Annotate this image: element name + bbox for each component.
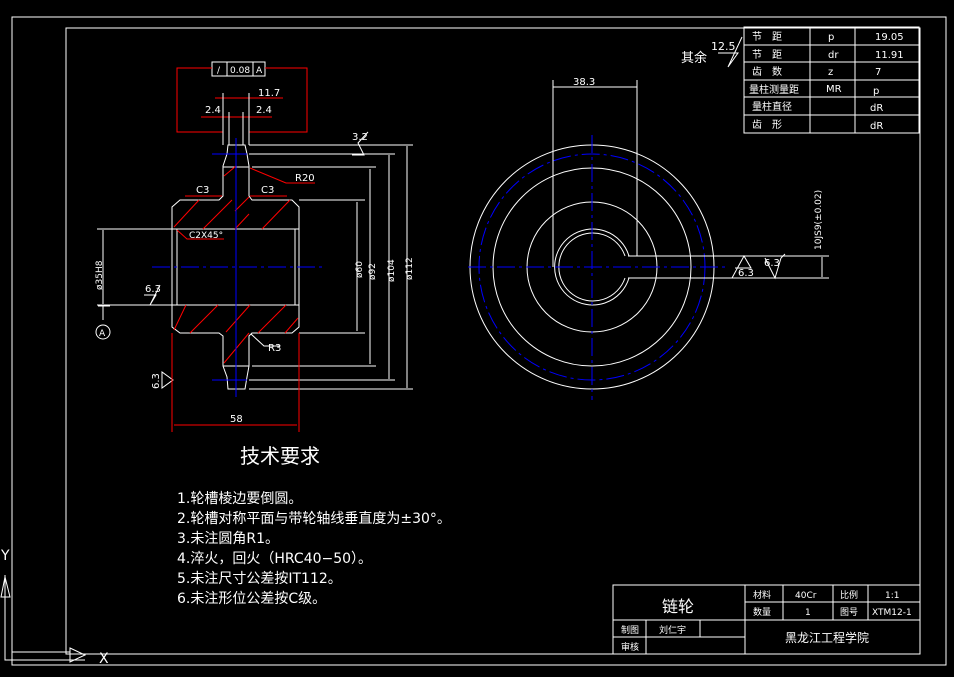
- dim-chamfer: C2X45°: [189, 231, 223, 241]
- material: 40Cr: [795, 591, 817, 601]
- param-value: 7: [875, 67, 881, 78]
- tolerance-leader: [176, 67, 308, 133]
- scale: 1:1: [885, 591, 899, 601]
- dim-c3: C3: [261, 185, 274, 196]
- param-name: 齿 数: [752, 65, 782, 78]
- tolerance-value: 0.08: [230, 66, 250, 76]
- tech-req-item: 6.未注形位公差按C级。: [177, 591, 326, 607]
- datum-a: A: [99, 329, 106, 339]
- param-symbol: dr: [828, 50, 839, 61]
- roughness-6-3: 6.3: [738, 268, 754, 279]
- ucs-x-label: X: [99, 651, 109, 667]
- scale-label: 比例: [840, 589, 858, 601]
- ucs-axes-icon: [0, 575, 87, 663]
- ucs-icon: Y X: [0, 548, 109, 667]
- tolerance-frame-box: [211, 61, 266, 77]
- param-value: p: [873, 86, 879, 97]
- tech-req-title: 技术要求: [240, 444, 320, 468]
- dim-d112: ø112: [405, 257, 415, 280]
- param-value: dR: [870, 103, 883, 114]
- leader-line: [249, 167, 315, 184]
- extension-lines: [249, 144, 413, 390]
- roughness-6-3: 6.3: [151, 373, 162, 389]
- dim-c3: C3: [196, 185, 209, 196]
- material-label: 材料: [753, 589, 771, 601]
- tech-req-item: 5.未注尺寸公差按IT112。: [177, 571, 342, 587]
- param-value: 11.91: [875, 50, 904, 61]
- leader-line: [176, 229, 224, 240]
- dim-11-7: 11.7: [258, 88, 280, 99]
- roughness-value: 12.5: [711, 40, 736, 53]
- keyway-lines: [552, 80, 829, 279]
- width-dimension-lines: [171, 333, 300, 432]
- dim-r20: R20: [295, 173, 315, 184]
- roughness-6-3: 6.3: [764, 258, 780, 269]
- drawing-number-label: 图号: [840, 607, 858, 618]
- roughness-symbol-icon: [764, 253, 786, 280]
- leader-line: [250, 333, 280, 347]
- diameter-dimension-lines: [356, 146, 408, 388]
- roughness-label: 其余: [681, 50, 707, 66]
- checked-by-label: 审核: [621, 641, 639, 653]
- runout-symbol-icon: /: [217, 66, 221, 76]
- tech-req-item: 3.未注圆角R1。: [177, 531, 279, 547]
- pitch-line: [212, 153, 247, 381]
- dim-d92: ø92: [368, 263, 378, 280]
- tech-req-item: 4.淬火，回火（HRC40−50）。: [177, 551, 372, 567]
- parameter-table: 节 距 p 19.05 节 距 dr 11.91 齿 数 z 7 量柱测量距 M…: [743, 26, 920, 134]
- dim-58: 58: [230, 414, 243, 425]
- roughness-symbol-icon: [731, 254, 752, 279]
- quantity-label: 数量: [753, 606, 771, 618]
- param-name: 齿 形: [752, 119, 782, 131]
- dim-d60: ø60: [355, 261, 365, 278]
- end-view[interactable]: 38.3 10JS9(±0.02) 6.3 6.3: [468, 77, 829, 400]
- tolerance-frame: / 0.08 A: [176, 61, 308, 133]
- dim-2-4: 2.4: [205, 105, 221, 116]
- dim-bore: ø35H8: [95, 260, 105, 290]
- roughness-symbol-icon: [718, 36, 743, 68]
- roughness-symbol-icon: [352, 131, 369, 156]
- datum-a-circle: [95, 324, 111, 340]
- tech-req-item: 2.轮槽对称平面与带轮轴线垂直度为±30°。: [177, 510, 451, 527]
- inner-frame: [65, 27, 921, 655]
- param-symbol: MR: [826, 84, 842, 95]
- bore-dimension-lines: [97, 228, 172, 320]
- tech-req-item: 1.轮槽棱边要倒圆。: [177, 491, 302, 507]
- param-value: dR: [870, 121, 883, 132]
- bore-chamfer-circle: [554, 228, 630, 306]
- param-value: 19.05: [875, 32, 904, 43]
- tolerance-datum: A: [256, 66, 263, 76]
- outer-frame: [11, 16, 947, 666]
- drawing-number: XTM12-1: [872, 608, 912, 618]
- section-view[interactable]: / 0.08 A 11.7 2.4 2.4 3.2 R20 C3 C3 C2X4…: [95, 61, 415, 432]
- param-symbol: z: [828, 67, 833, 78]
- dim-38-3: 38.3: [573, 77, 595, 88]
- roughness-3-2: 3.2: [352, 132, 368, 143]
- param-name: 节 距: [752, 49, 782, 61]
- dim-d104: ø104: [387, 259, 397, 282]
- title-block-grid: [613, 585, 920, 654]
- roughness-6-3: 6.3: [145, 284, 161, 295]
- part-name: 链轮: [662, 597, 694, 616]
- dim-r3: R3: [268, 343, 281, 354]
- param-name: 量柱测量距: [749, 83, 799, 96]
- drawn-by: 刘仁宇: [659, 624, 686, 636]
- school-name: 黑龙江工程学院: [785, 630, 869, 645]
- ucs-y-label: Y: [0, 548, 10, 564]
- param-name: 节 距: [752, 31, 782, 43]
- extension-lines: [222, 93, 250, 145]
- dim-2-4: 2.4: [256, 105, 272, 116]
- param-symbol: p: [828, 32, 834, 43]
- roughness-symbol-icon: [161, 371, 174, 389]
- drawn-by-label: 制图: [621, 624, 639, 636]
- dim-keyway-width: 10JS9(±0.02): [814, 190, 824, 250]
- param-name: 量柱直径: [752, 100, 792, 113]
- title-block: 链轮 材料 40Cr 比例 1:1 数量 1 图号 XTM12-1 制图 刘仁宇…: [612, 584, 921, 655]
- technical-requirements: 技术要求 1.轮槽棱边要倒圆。 2.轮槽对称平面与带轮轴线垂直度为±30°。 3…: [177, 444, 451, 607]
- quantity: 1: [805, 608, 811, 618]
- section-hatching: [173, 165, 299, 364]
- general-roughness: 其余 12.5: [681, 36, 743, 68]
- roughness-symbol-icon: [144, 284, 161, 306]
